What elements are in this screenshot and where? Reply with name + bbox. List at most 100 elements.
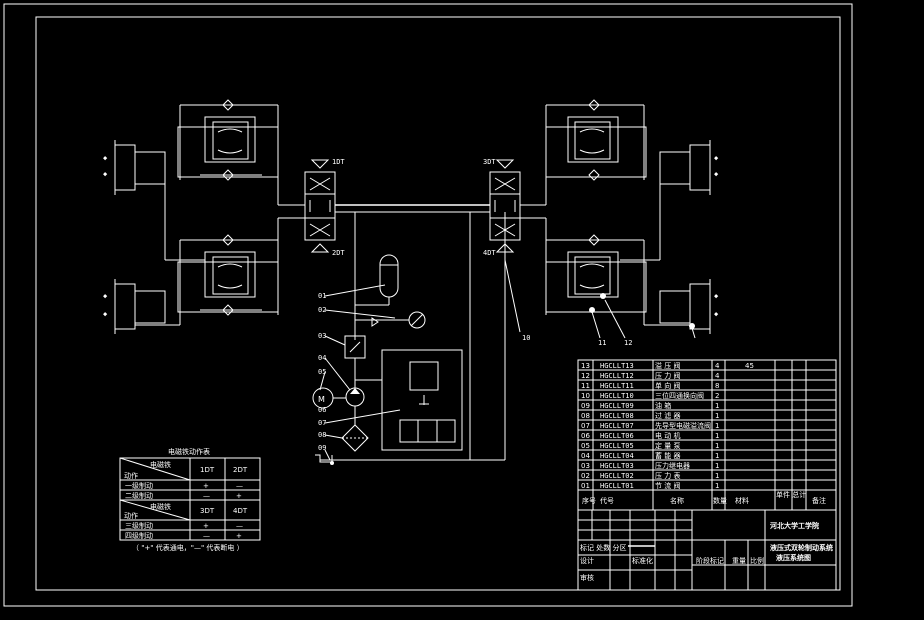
svg-text:◆: ◆ bbox=[714, 310, 719, 318]
left-brake-circuit: ◆ ◆ ◆ ◆ bbox=[103, 99, 345, 334]
svg-text:+: + bbox=[203, 522, 209, 530]
relief-valve-assembly bbox=[381, 349, 463, 451]
svg-text:◆: ◆ bbox=[103, 292, 108, 300]
bom-cell-no: 05 bbox=[581, 442, 590, 450]
callout-09: 09 bbox=[318, 444, 326, 452]
svg-text:◆: ◆ bbox=[714, 170, 719, 178]
svg-text:一级制动: 一级制动 bbox=[125, 481, 153, 490]
bom-cell-code: HGCLLT04 bbox=[600, 452, 634, 460]
svg-text:材料: 材料 bbox=[735, 496, 749, 505]
bom-cell-qty: 1 bbox=[715, 422, 719, 430]
check-valve-icon bbox=[222, 169, 234, 181]
outer-frame bbox=[3, 3, 853, 607]
svg-text:◆: ◆ bbox=[103, 310, 108, 318]
directional-valve bbox=[304, 171, 336, 241]
bom-cell-name: 蓄 能 器 bbox=[655, 451, 680, 460]
bom-cell-code: HGCLLT12 bbox=[600, 372, 634, 380]
bom-cell-name: 节 流 阀 bbox=[655, 481, 680, 490]
bom-cell-no: 10 bbox=[581, 392, 590, 400]
bom-cell-qty: 8 bbox=[715, 382, 719, 390]
bom-cell-code: HGCLLT08 bbox=[600, 412, 634, 420]
drawing-title: 液压式双轮制动系统 bbox=[770, 543, 833, 552]
power-unit: M bbox=[312, 204, 506, 465]
callout-labels: 01 02 03 04 05 06 07 08 09 10 11 12 bbox=[318, 292, 632, 452]
brake-cylinder bbox=[114, 283, 136, 330]
designer-label: 设计 bbox=[580, 556, 594, 565]
bom-cell-no: 04 bbox=[581, 452, 590, 460]
bom-cell-name: 定 量 泵 bbox=[655, 441, 680, 450]
svg-text:+: + bbox=[203, 482, 209, 490]
svg-text:四级制动: 四级制动 bbox=[125, 531, 153, 540]
valve-group bbox=[545, 126, 647, 178]
bom-cell-name: 压力继电器 bbox=[655, 461, 690, 470]
bom-cell-code: HGCLLT07 bbox=[600, 422, 634, 430]
bom-cell-qty: 1 bbox=[715, 462, 719, 470]
school-name: 河北大学工学院 bbox=[770, 521, 819, 530]
bom-cell-code: HGCLLT05 bbox=[600, 442, 634, 450]
callout-05: 05 bbox=[318, 368, 326, 376]
bom-cell-qty: 1 bbox=[715, 442, 719, 450]
bom-cell-qty: 1 bbox=[715, 482, 719, 490]
bom-cell-no: 02 bbox=[581, 472, 590, 480]
cylinder-rod bbox=[134, 151, 166, 185]
svg-text:+: + bbox=[236, 532, 242, 540]
callout-02: 02 bbox=[318, 306, 326, 314]
bom-cell-name: 过 滤 器 bbox=[655, 411, 680, 420]
callout-06: 06 bbox=[318, 406, 326, 414]
bom-cell-qty: 1 bbox=[715, 402, 719, 410]
svg-text:名称: 名称 bbox=[670, 496, 684, 505]
inner-frame bbox=[35, 16, 841, 591]
check-valve-icon bbox=[588, 99, 600, 111]
bom-cell-qty: 2 bbox=[715, 392, 719, 400]
bom-cell-code: HGCLLT02 bbox=[600, 472, 634, 480]
bom-cell-code: HGCLLT06 bbox=[600, 432, 634, 440]
solenoid-label-3dt: 3DT bbox=[483, 158, 496, 166]
callout-12: 12 bbox=[624, 339, 632, 347]
bom-cell-no: 03 bbox=[581, 462, 590, 470]
svg-text:备注: 备注 bbox=[812, 496, 826, 505]
svg-text:标记 处数 分区: 标记 处数 分区 bbox=[580, 543, 626, 552]
oil-tank bbox=[315, 454, 333, 463]
bom-cell-no: 01 bbox=[581, 482, 590, 490]
callout-11: 11 bbox=[598, 339, 606, 347]
svg-text:+: + bbox=[236, 492, 242, 500]
callout-07: 07 bbox=[318, 419, 326, 427]
bom-cell-qty: 4 bbox=[715, 362, 720, 370]
bom-cell-code: HGCLLT11 bbox=[600, 382, 634, 390]
check-valve-icon bbox=[222, 304, 234, 316]
svg-text:比例: 比例 bbox=[750, 556, 764, 565]
svg-text:二级制动: 二级制动 bbox=[125, 491, 153, 500]
callout-04: 04 bbox=[318, 354, 326, 362]
brake-cylinder bbox=[689, 283, 711, 330]
bom-cell-no: 08 bbox=[581, 412, 590, 420]
svg-text:序号: 序号 bbox=[582, 496, 596, 505]
callout-03: 03 bbox=[318, 332, 326, 340]
bom-cell-code: HGCLLT01 bbox=[600, 482, 634, 490]
svg-text:阶段标记: 阶段标记 bbox=[696, 556, 724, 565]
motor-symbol: M bbox=[318, 395, 325, 404]
bom-cell-code: HGCLLT03 bbox=[600, 462, 634, 470]
bom-cell-no: 07 bbox=[581, 422, 590, 430]
svg-text:标准化: 标准化 bbox=[632, 556, 653, 565]
callout-08: 08 bbox=[318, 431, 326, 439]
svg-text:1DT: 1DT bbox=[200, 466, 215, 474]
bom-cell-name: 压 力 阀 bbox=[655, 371, 680, 380]
check-valve-icon bbox=[222, 99, 234, 111]
callout-leaders bbox=[319, 259, 696, 461]
bom-cell-code: HGCLLT13 bbox=[600, 362, 634, 370]
bom-cell-name: 电 动 机 bbox=[655, 431, 680, 440]
svg-text:—: — bbox=[236, 522, 243, 530]
title-block: 标记 处数 分区 设计 标准化 审核 阶段标记 重量 比例 河北大学工学院 液压… bbox=[577, 509, 837, 591]
svg-text:—: — bbox=[203, 532, 210, 540]
svg-text:单件 总计: 单件 总计 bbox=[776, 490, 806, 499]
svg-text:重量: 重量 bbox=[732, 557, 746, 565]
svg-text:◆: ◆ bbox=[103, 170, 108, 178]
callout-01: 01 bbox=[318, 292, 326, 300]
bom-cell-code: HGCLLT09 bbox=[600, 402, 634, 410]
callout-10: 10 bbox=[522, 334, 530, 342]
svg-text:代号: 代号 bbox=[600, 496, 614, 505]
solenoid-action-table: 电磁铁动作表 电磁铁 动作 1DT 2DT 一级制动 + — 二级制动 — + … bbox=[119, 447, 261, 552]
solenoid-label-4dt: 4DT bbox=[483, 249, 496, 257]
check-valve-icon bbox=[588, 169, 600, 181]
reviewer-label: 审核 bbox=[580, 573, 594, 582]
